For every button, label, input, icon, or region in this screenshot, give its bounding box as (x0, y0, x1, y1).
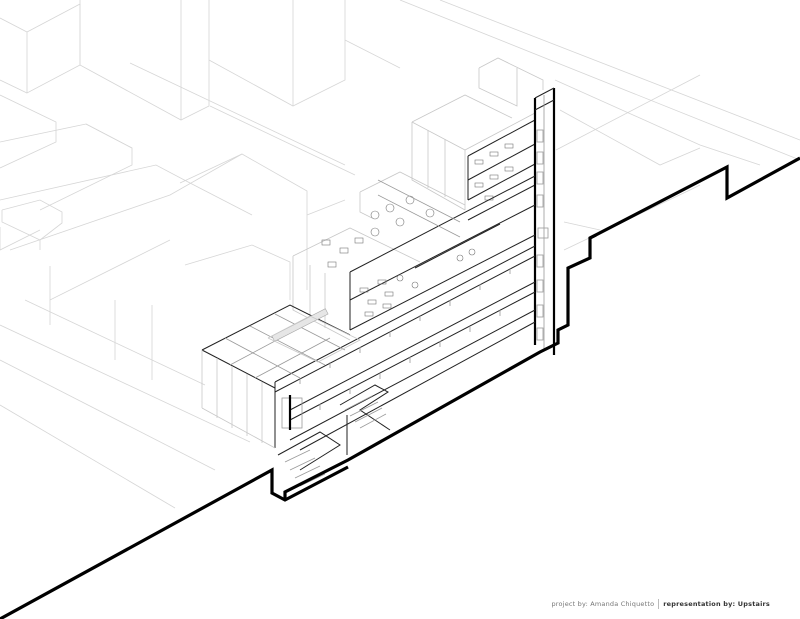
podium-volume (201, 304, 361, 449)
representation-credit: representation by: Upstairs (663, 600, 770, 608)
ground-section-line (0, 156, 800, 619)
floor-slabs (274, 245, 536, 451)
credit-separator (658, 599, 660, 609)
middle-section (292, 171, 536, 341)
project-credit: project by: Amanda Chiquetto (551, 600, 655, 608)
stairs (277, 384, 391, 487)
upper-tower (411, 57, 544, 221)
context-buildings (0, 0, 800, 509)
vertical-core (533, 87, 556, 355)
drawing-credits: project by: Amanda Chiquetto representati… (551, 599, 770, 609)
